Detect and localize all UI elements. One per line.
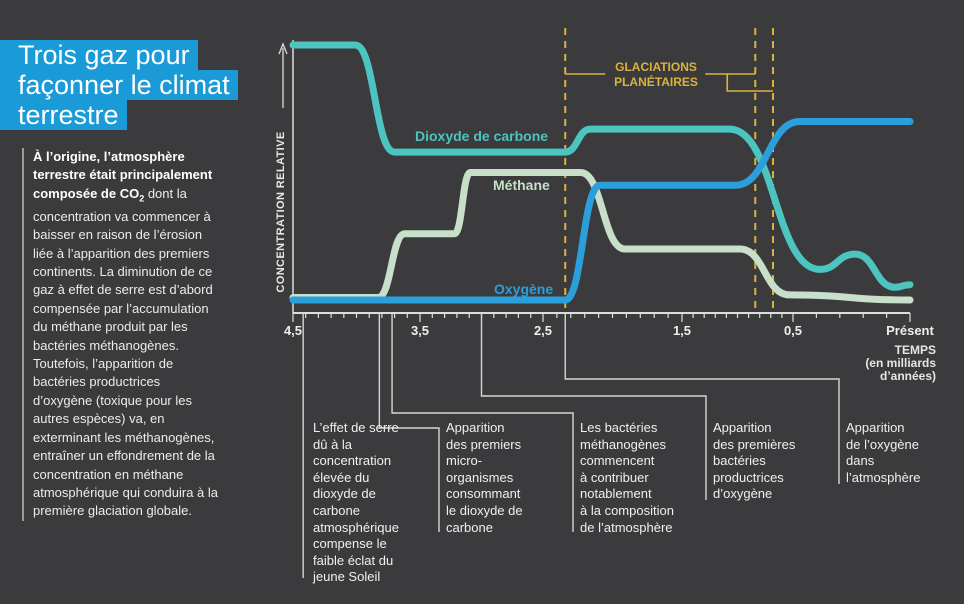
annotation-leader-5	[564, 313, 840, 484]
x-tick-label: 4,5	[284, 323, 302, 338]
annotation-2: Apparition des premiers micro- organisme…	[446, 420, 523, 535]
x-axis-label: TEMPS(en milliards d’années)	[865, 344, 936, 383]
annotation-1: L’effet de serre dû à la concentration é…	[313, 420, 399, 585]
glaciation-bracket	[565, 73, 774, 92]
annotation-leader-4	[480, 313, 707, 500]
glaciations-label: GLACIATIONS PLANÉTAIRES	[614, 60, 698, 89]
y-axis-label: CONCENTRATION RELATIVE	[275, 131, 287, 293]
legend-oxygen: Oxygène	[494, 281, 554, 297]
x-tick-label: 1,5	[673, 323, 691, 338]
y-axis-arrowhead-icon	[278, 42, 288, 55]
intro-bold-text: À l’origine, l’atmosphère terrestre étai…	[33, 149, 213, 201]
x-axis-unit: (en milliards d’années)	[865, 356, 936, 383]
intro-paragraph: À l’origine, l’atmosphère terrestre étai…	[22, 148, 221, 521]
x-tick-label: 0,5	[784, 323, 802, 338]
title-line-1: Trois gaz pour	[0, 40, 198, 70]
series-line-methane	[289, 168, 914, 304]
intro-bold: À l’origine, l’atmosphère terrestre étai…	[33, 149, 213, 204]
annotation-leader-2	[378, 313, 440, 532]
intro-rest: dont la concentration va commencer à bai…	[33, 185, 219, 519]
series-line-co2	[289, 41, 914, 291]
annotation-3: Les bactéries méthanogènes commencent à …	[580, 420, 674, 535]
series-line-oxygen	[289, 117, 914, 304]
title-line-3: terrestre	[0, 100, 127, 130]
x-axis-title: TEMPS	[894, 343, 936, 357]
x-tick-label: 3,5	[411, 323, 429, 338]
legend-methane: Méthane	[493, 177, 550, 193]
annotation-5: Apparition de l’oxygène dans l’atmosphèr…	[846, 420, 921, 485]
title-line-2: façonner le climat	[0, 70, 238, 100]
annotation-leader-3	[391, 313, 574, 532]
annotation-4: Apparition des premières bactéries produ…	[713, 420, 796, 502]
x-tick-label: 2,5	[534, 323, 552, 338]
x-tick-label: Présent	[886, 323, 934, 338]
legend-co2: Dioxyde de carbone	[415, 128, 549, 144]
intro-subscript: 2	[139, 193, 145, 204]
